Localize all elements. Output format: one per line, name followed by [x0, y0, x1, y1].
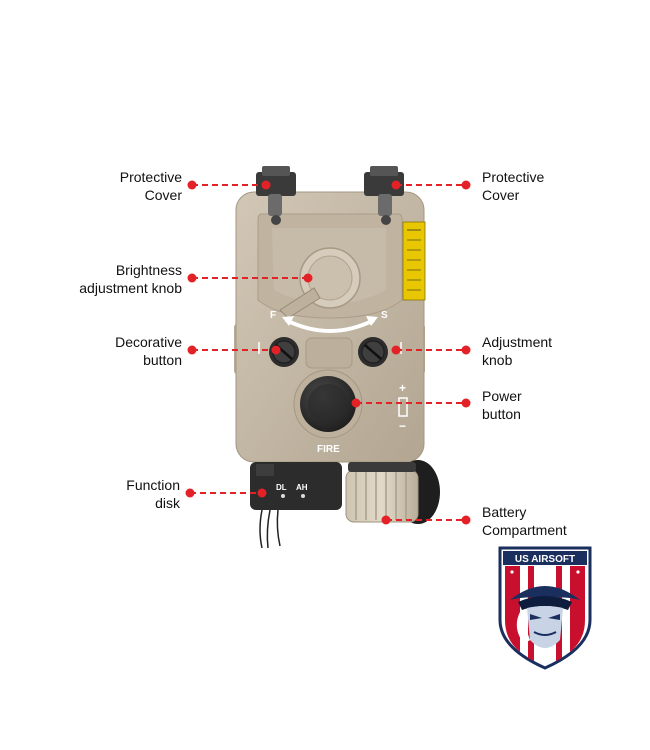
- ah-marking: AH: [296, 483, 308, 492]
- warning-label: [402, 221, 426, 301]
- label-brightness-knob: Brightness adjustment knob: [40, 261, 182, 297]
- us-airsoft-logo: [498, 546, 592, 670]
- label-line: disk: [155, 495, 180, 511]
- plus-marking: +: [399, 381, 406, 395]
- label-battery-compartment: Battery Compartment: [482, 503, 632, 539]
- left-protective-cover: [256, 166, 296, 225]
- label-line: adjustment knob: [79, 280, 182, 296]
- adjustment-knob: [358, 337, 388, 367]
- label-decorative-button: Decorative button: [60, 333, 182, 369]
- leader-dots: [185, 180, 471, 525]
- label-line: Cover: [144, 187, 182, 203]
- leader-lines: [190, 184, 466, 521]
- label-line: button: [143, 352, 182, 368]
- label-function-disk: Function disk: [60, 476, 180, 512]
- minus-marking: −: [399, 419, 406, 433]
- center-block: [305, 337, 353, 369]
- dl-marking: DL: [276, 483, 287, 492]
- brightness-knob: [279, 247, 361, 319]
- label-line: Adjustment: [482, 334, 553, 350]
- label-line: Protective: [482, 169, 545, 185]
- label-protective-cover-left: Protective Cover: [60, 168, 182, 204]
- fire-marking: FIRE: [317, 444, 340, 455]
- label-line: Cover: [482, 187, 520, 203]
- label-line: Brightness: [115, 262, 182, 278]
- battery-compartment: [345, 460, 440, 524]
- power-slider-mark: [398, 397, 408, 417]
- label-line: Protective: [119, 169, 182, 185]
- logo-text: US AIRSOFT: [515, 554, 575, 565]
- label-line: Battery: [482, 504, 527, 520]
- brightness-arc: [285, 318, 375, 333]
- function-disk: [250, 462, 342, 510]
- label-line: Function: [126, 477, 180, 493]
- label-power-button: Power button: [482, 387, 622, 423]
- label-line: Power: [482, 388, 522, 404]
- label-line: button: [482, 406, 521, 422]
- label-adjustment-knob: Adjustment knob: [482, 333, 622, 369]
- label-line: Decorative: [115, 334, 182, 350]
- right-protective-cover: [364, 166, 404, 225]
- label-protective-cover-right: Protective Cover: [482, 168, 622, 204]
- label-line: knob: [482, 352, 513, 368]
- power-button: [293, 369, 363, 439]
- label-line: Compartment: [482, 522, 567, 538]
- s-marking: S: [381, 310, 388, 321]
- f-marking: F: [270, 310, 276, 321]
